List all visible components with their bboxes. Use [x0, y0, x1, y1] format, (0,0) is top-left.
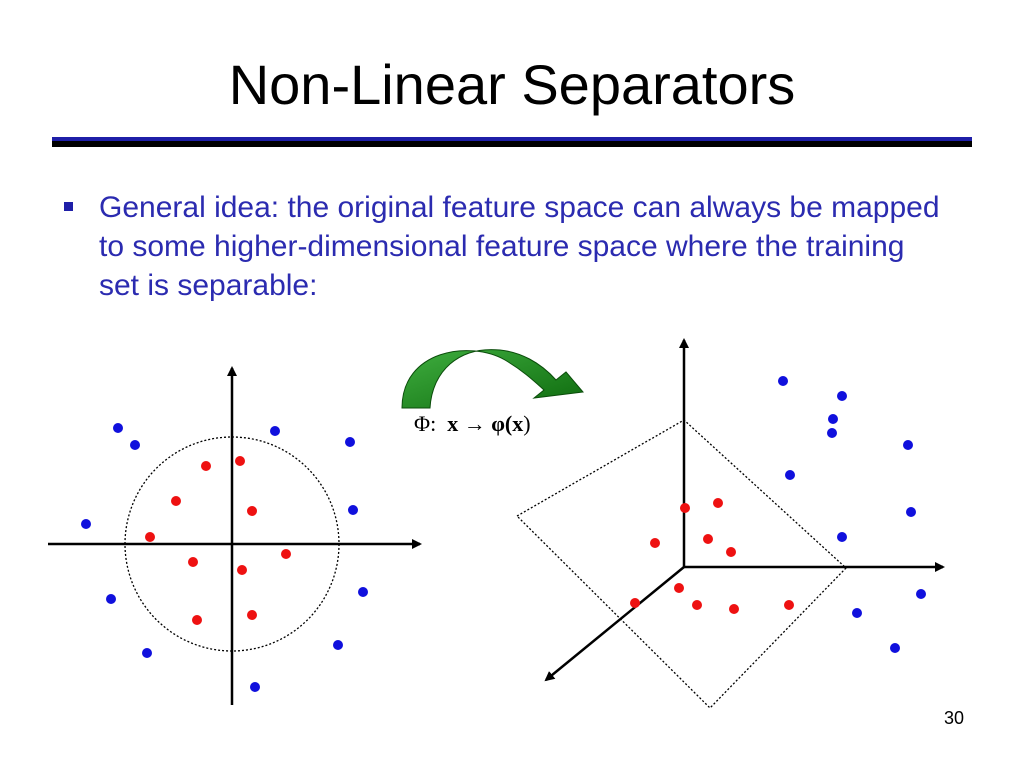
- right-points: [630, 376, 926, 653]
- right-blue-point: [916, 589, 926, 599]
- right-red-point: [729, 604, 739, 614]
- title-rule-black: [52, 137, 972, 147]
- right-blue-point: [852, 608, 862, 618]
- right-axes: [544, 338, 945, 682]
- bullet-text: General idea: the original feature space…: [99, 191, 940, 302]
- slide-title: Non-Linear Separators: [228, 53, 796, 116]
- left-red-point: [235, 456, 245, 466]
- title-rule-blue: [52, 137, 972, 141]
- x-symbol: x: [447, 411, 459, 436]
- separating-plane: [515, 419, 847, 709]
- left-blue-point: [130, 440, 140, 450]
- left-blue-point: [142, 648, 152, 658]
- right-blue-point: [906, 507, 916, 517]
- close-paren: ): [523, 411, 531, 436]
- mapping-label: Φ: x → φ(x): [414, 411, 531, 437]
- left-blue-point: [81, 519, 91, 529]
- page-number: 30: [943, 708, 964, 728]
- left-axes: [48, 366, 422, 705]
- phi-x-symbol: φ(: [491, 411, 513, 436]
- right-red-point: [650, 538, 660, 548]
- left-blue-point: [348, 505, 358, 515]
- arrow-symbol: →: [463, 411, 486, 436]
- right-red-point: [703, 534, 713, 544]
- left-blue-point: [333, 640, 343, 650]
- left-blue-point: [270, 426, 280, 436]
- right-blue-point: [827, 428, 837, 438]
- phi-symbol: Φ:: [414, 411, 437, 436]
- right-red-point: [630, 598, 640, 608]
- left-red-point: [281, 549, 291, 559]
- right-blue-point: [903, 440, 913, 450]
- x2-symbol: x: [512, 411, 524, 436]
- right-blue-point: [837, 532, 847, 542]
- left-points: [81, 423, 368, 692]
- left-blue-point: [250, 682, 260, 692]
- right-red-point: [680, 503, 690, 513]
- left-blue-point: [345, 437, 355, 447]
- right-red-point: [784, 600, 794, 610]
- square-bullet-icon: [64, 202, 73, 211]
- left-red-point: [192, 615, 202, 625]
- left-blue-point: [106, 594, 116, 604]
- left-red-point: [237, 565, 247, 575]
- left-red-point: [145, 532, 155, 542]
- left-blue-point: [358, 587, 368, 597]
- right-red-point: [713, 498, 723, 508]
- left-blue-point: [113, 423, 123, 433]
- right-blue-point: [778, 376, 788, 386]
- circular-separator: [124, 436, 340, 652]
- left-red-point: [171, 496, 181, 506]
- left-red-point: [201, 461, 211, 471]
- right-blue-point: [837, 391, 847, 401]
- right-red-point: [726, 547, 736, 557]
- curved-green-arrow-icon: [401, 349, 584, 409]
- left-red-point: [247, 610, 257, 620]
- right-red-point: [692, 600, 702, 610]
- bullet-item: General idea: the original feature space…: [64, 188, 944, 305]
- left-red-point: [188, 557, 198, 567]
- right-blue-point: [828, 414, 838, 424]
- right-red-point: [674, 583, 684, 593]
- right-depth-axis: [544, 566, 685, 682]
- right-blue-point: [890, 643, 900, 653]
- left-red-point: [247, 506, 257, 516]
- right-blue-point: [785, 470, 795, 480]
